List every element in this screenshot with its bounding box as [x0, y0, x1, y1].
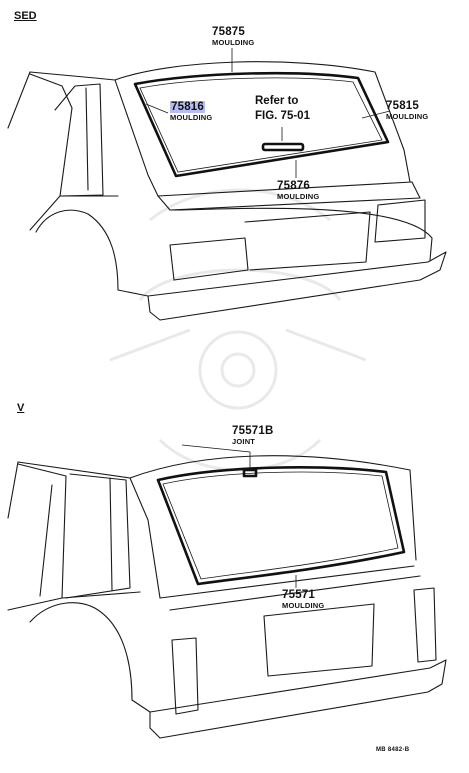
part-description: MOULDING [277, 191, 320, 201]
figure-reference: Refer to FIG. 75-01 [255, 95, 310, 122]
callout-75875: 75875 MOULDING [212, 26, 255, 47]
callout-75571b: 75571B JOINT [232, 425, 274, 446]
part-number: 75571 [282, 589, 315, 601]
part-number: 75815 [386, 100, 419, 112]
part-description: MOULDING [282, 600, 325, 610]
part-description: MOULDING [170, 112, 213, 122]
part-description: JOINT [232, 436, 256, 446]
drawing-code: MB 8482-B [376, 747, 410, 753]
callout-75876: 75876 MOULDING [277, 180, 320, 201]
reference-line-2: FIG. 75-01 [255, 109, 310, 122]
callout-75816-highlighted[interactable]: 75816 MOULDING [170, 101, 213, 122]
section-tag-sedan: SED [14, 10, 37, 22]
part-number: 75571B [232, 425, 274, 437]
part-number: 75876 [277, 180, 310, 192]
sedan-car-outline [7, 61, 447, 321]
van-leaders [181, 444, 297, 588]
reference-line-1: Refer to [255, 95, 299, 107]
callout-75815: 75815 MOULDING [386, 100, 429, 121]
part-description: MOULDING [212, 37, 255, 47]
van-car-outline [7, 455, 447, 739]
part-number: 75816 [170, 101, 205, 113]
callout-75571: 75571 MOULDING [282, 589, 325, 610]
part-description: MOULDING [386, 111, 429, 121]
sedan-leaders [145, 48, 391, 178]
part-number: 75875 [212, 26, 245, 38]
section-tag-van: V [17, 402, 25, 414]
